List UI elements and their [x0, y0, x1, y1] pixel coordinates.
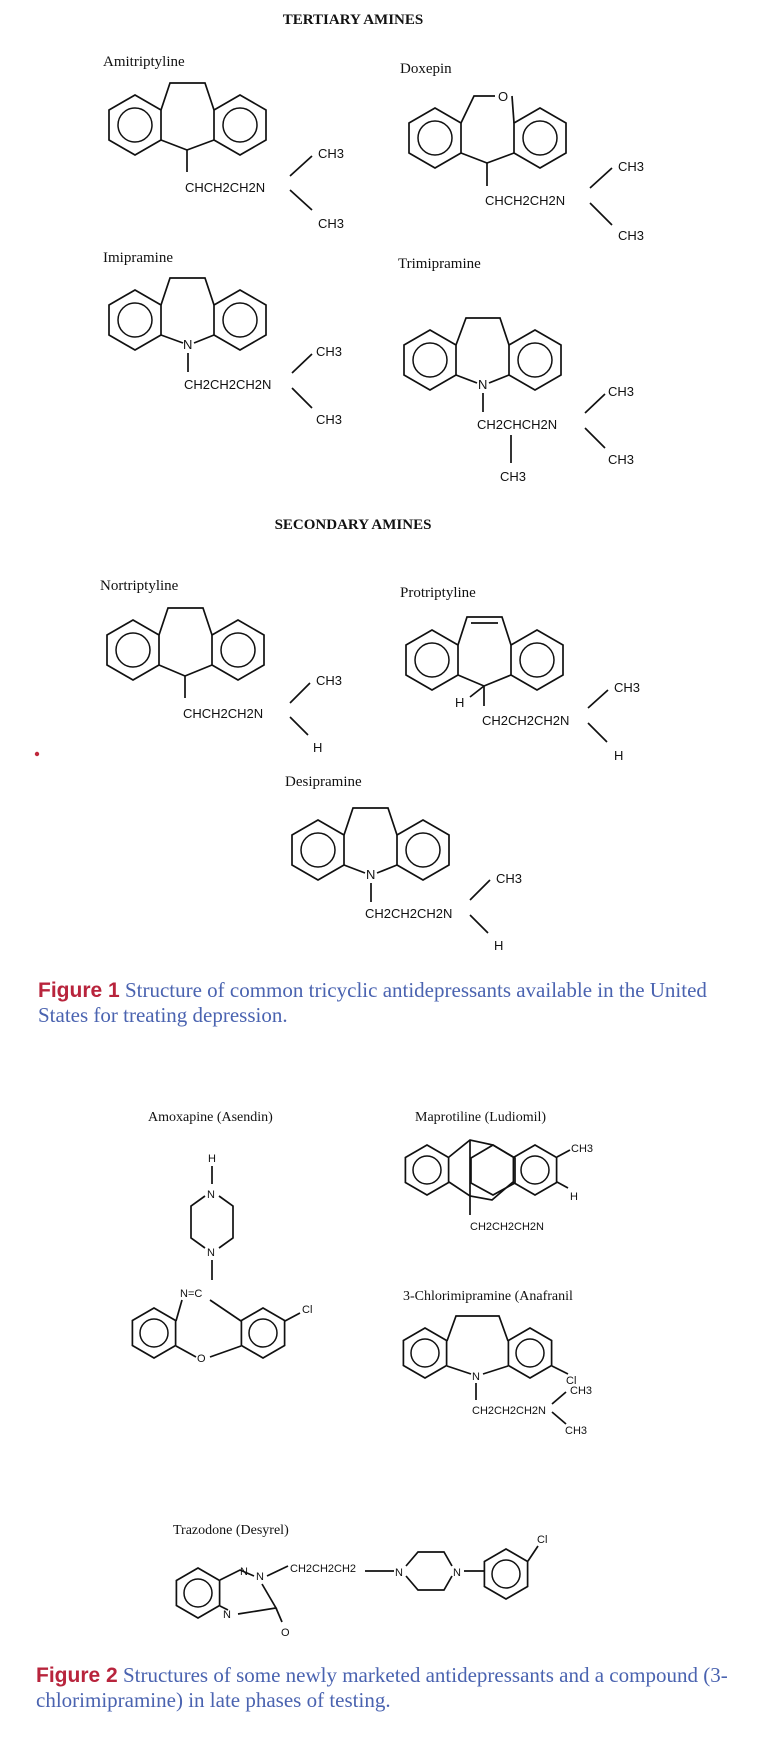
figure-2-caption: Figure 2 Structures of some newly market…	[36, 1663, 746, 1713]
hydrogen-label: H	[455, 695, 464, 710]
compound-name: Nortriptyline	[100, 578, 179, 594]
figure-2-caption-text: Structures of some newly marketed antide…	[36, 1663, 728, 1712]
substituent-top: CH3	[316, 344, 342, 359]
substituent-bottom: CH3	[608, 452, 634, 467]
ring-nitrogen: N	[478, 377, 487, 392]
ring-nitrogen: N	[472, 1371, 480, 1383]
side-chain-label: CHCH2CH2N	[183, 706, 263, 721]
substituent-top: CH3	[618, 159, 644, 174]
atom-o: O	[281, 1627, 290, 1639]
compound-name: Maprotiline (Ludiomil)	[415, 1110, 546, 1125]
side-chain-label: CHCH2CH2N	[185, 180, 265, 195]
atom-cl: Cl	[302, 1304, 312, 1316]
atom-n-chain: N	[256, 1571, 264, 1583]
ring-oxygen: O	[498, 89, 508, 104]
atom-n-ring: N	[223, 1609, 231, 1621]
branch-methyl: CH3	[500, 469, 526, 484]
substituent-bottom: H	[494, 938, 503, 953]
figure-2-label: Figure 2	[36, 1664, 118, 1687]
section-title-secondary: SECONDARY AMINES	[275, 517, 432, 533]
atom-h: H	[208, 1153, 216, 1165]
atom-ch3-bottom: CH3	[565, 1425, 587, 1437]
substituent-top: CH3	[496, 871, 522, 886]
substituent-bottom: H	[614, 748, 623, 763]
compound-name: Desipramine	[285, 774, 362, 790]
ring-nitrogen: N	[183, 337, 192, 352]
propyl-chain: CH2CH2CH2	[290, 1563, 356, 1575]
atom-ch3-top: CH3	[570, 1385, 592, 1397]
section-title-tertiary: TERTIARY AMINES	[283, 12, 424, 28]
compound-name: Amoxapine (Asendin)	[148, 1110, 273, 1125]
atom-n-bottom: N	[207, 1247, 215, 1259]
atom-n-pip-left: N	[395, 1567, 403, 1579]
structure-protriptyline: Protriptyline H CH2CH2CH2N CH3 H	[400, 585, 640, 763]
structure-trimipramine: Trimipramine N CH2CHCH2N CH3 CH3 CH3	[398, 256, 634, 484]
compound-name: 3-Chlorimipramine (Anafranil	[403, 1289, 573, 1304]
side-chain-label: CH2CH2CH2N	[184, 377, 271, 392]
structure-trazodone: Trazodone (Desyrel) N N N O CH2CH2CH2 N …	[173, 1523, 547, 1639]
substituent-top: CH3	[316, 673, 342, 688]
atom-n-imine: N	[240, 1566, 248, 1578]
compound-name: Doxepin	[400, 61, 452, 77]
compound-name: Trimipramine	[398, 256, 481, 272]
figure-1-label: Figure 1	[38, 979, 120, 1002]
atom-o: O	[197, 1353, 206, 1365]
side-chain-label: CH2CHCH2N	[477, 417, 557, 432]
structure-doxepin: Doxepin O CHCH2CH2N CH3 CH3	[400, 61, 644, 243]
substituent-top: CH3	[608, 384, 634, 399]
figure-1-caption: Figure 1 Structure of common tricyclic a…	[38, 978, 748, 1028]
atom-cl: Cl	[566, 1375, 576, 1387]
compound-name: Trazodone (Desyrel)	[173, 1523, 289, 1538]
substituent-top: CH3	[614, 680, 640, 695]
side-chain-label: CH2CH2CH2N	[365, 906, 452, 921]
ring-nitrogen: N	[366, 867, 375, 882]
structure-maprotiline: Maprotiline (Ludiomil) CH3 H CH2CH2CH2N	[404, 1110, 593, 1233]
side-chain-label: CHCH2CH2N	[485, 193, 565, 208]
substituent-bottom: CH3	[316, 412, 342, 427]
structure-nortriptyline: Nortriptyline CHCH2CH2N CH3 H	[100, 578, 342, 755]
atom-cl: Cl	[537, 1534, 547, 1546]
structure-desipramine: Desipramine N CH2CH2CH2N CH3 H	[285, 774, 522, 953]
structure-amoxapine: Amoxapine (Asendin) H N N N=C O Cl	[131, 1110, 312, 1365]
atom-n-pip-right: N	[453, 1567, 461, 1579]
compound-name: Protriptyline	[400, 585, 476, 601]
print-speck	[34, 751, 40, 757]
structure-imipramine: Imipramine N CH2CH2CH2N CH3 CH3	[103, 250, 342, 427]
side-chain-label: CH2CH2CH2N	[470, 1221, 544, 1233]
atom-n-top: N	[207, 1189, 215, 1201]
atom-h: H	[570, 1191, 578, 1203]
figure-1-caption-text: Structure of common tricyclic antidepres…	[38, 978, 707, 1027]
atom-ch3: CH3	[571, 1143, 593, 1155]
compound-name: Imipramine	[103, 250, 173, 266]
substituent-bottom: CH3	[318, 216, 344, 231]
substituent-bottom: CH3	[618, 228, 644, 243]
compound-name: Amitriptyline	[103, 54, 185, 70]
substituent-bottom: H	[313, 740, 322, 755]
side-chain-label: CH2CH2CH2N	[472, 1405, 546, 1417]
substituent-top: CH3	[318, 146, 344, 161]
structure-amitriptyline: Amitriptyline CHCH2CH2N CH3 CH3	[103, 54, 344, 231]
structure-3-chlorimipramine: 3-Chlorimipramine (Anafranil N Cl CH2CH2…	[402, 1289, 592, 1437]
side-chain-label: CH2CH2CH2N	[482, 713, 569, 728]
atom-n-c: N=C	[180, 1288, 202, 1300]
